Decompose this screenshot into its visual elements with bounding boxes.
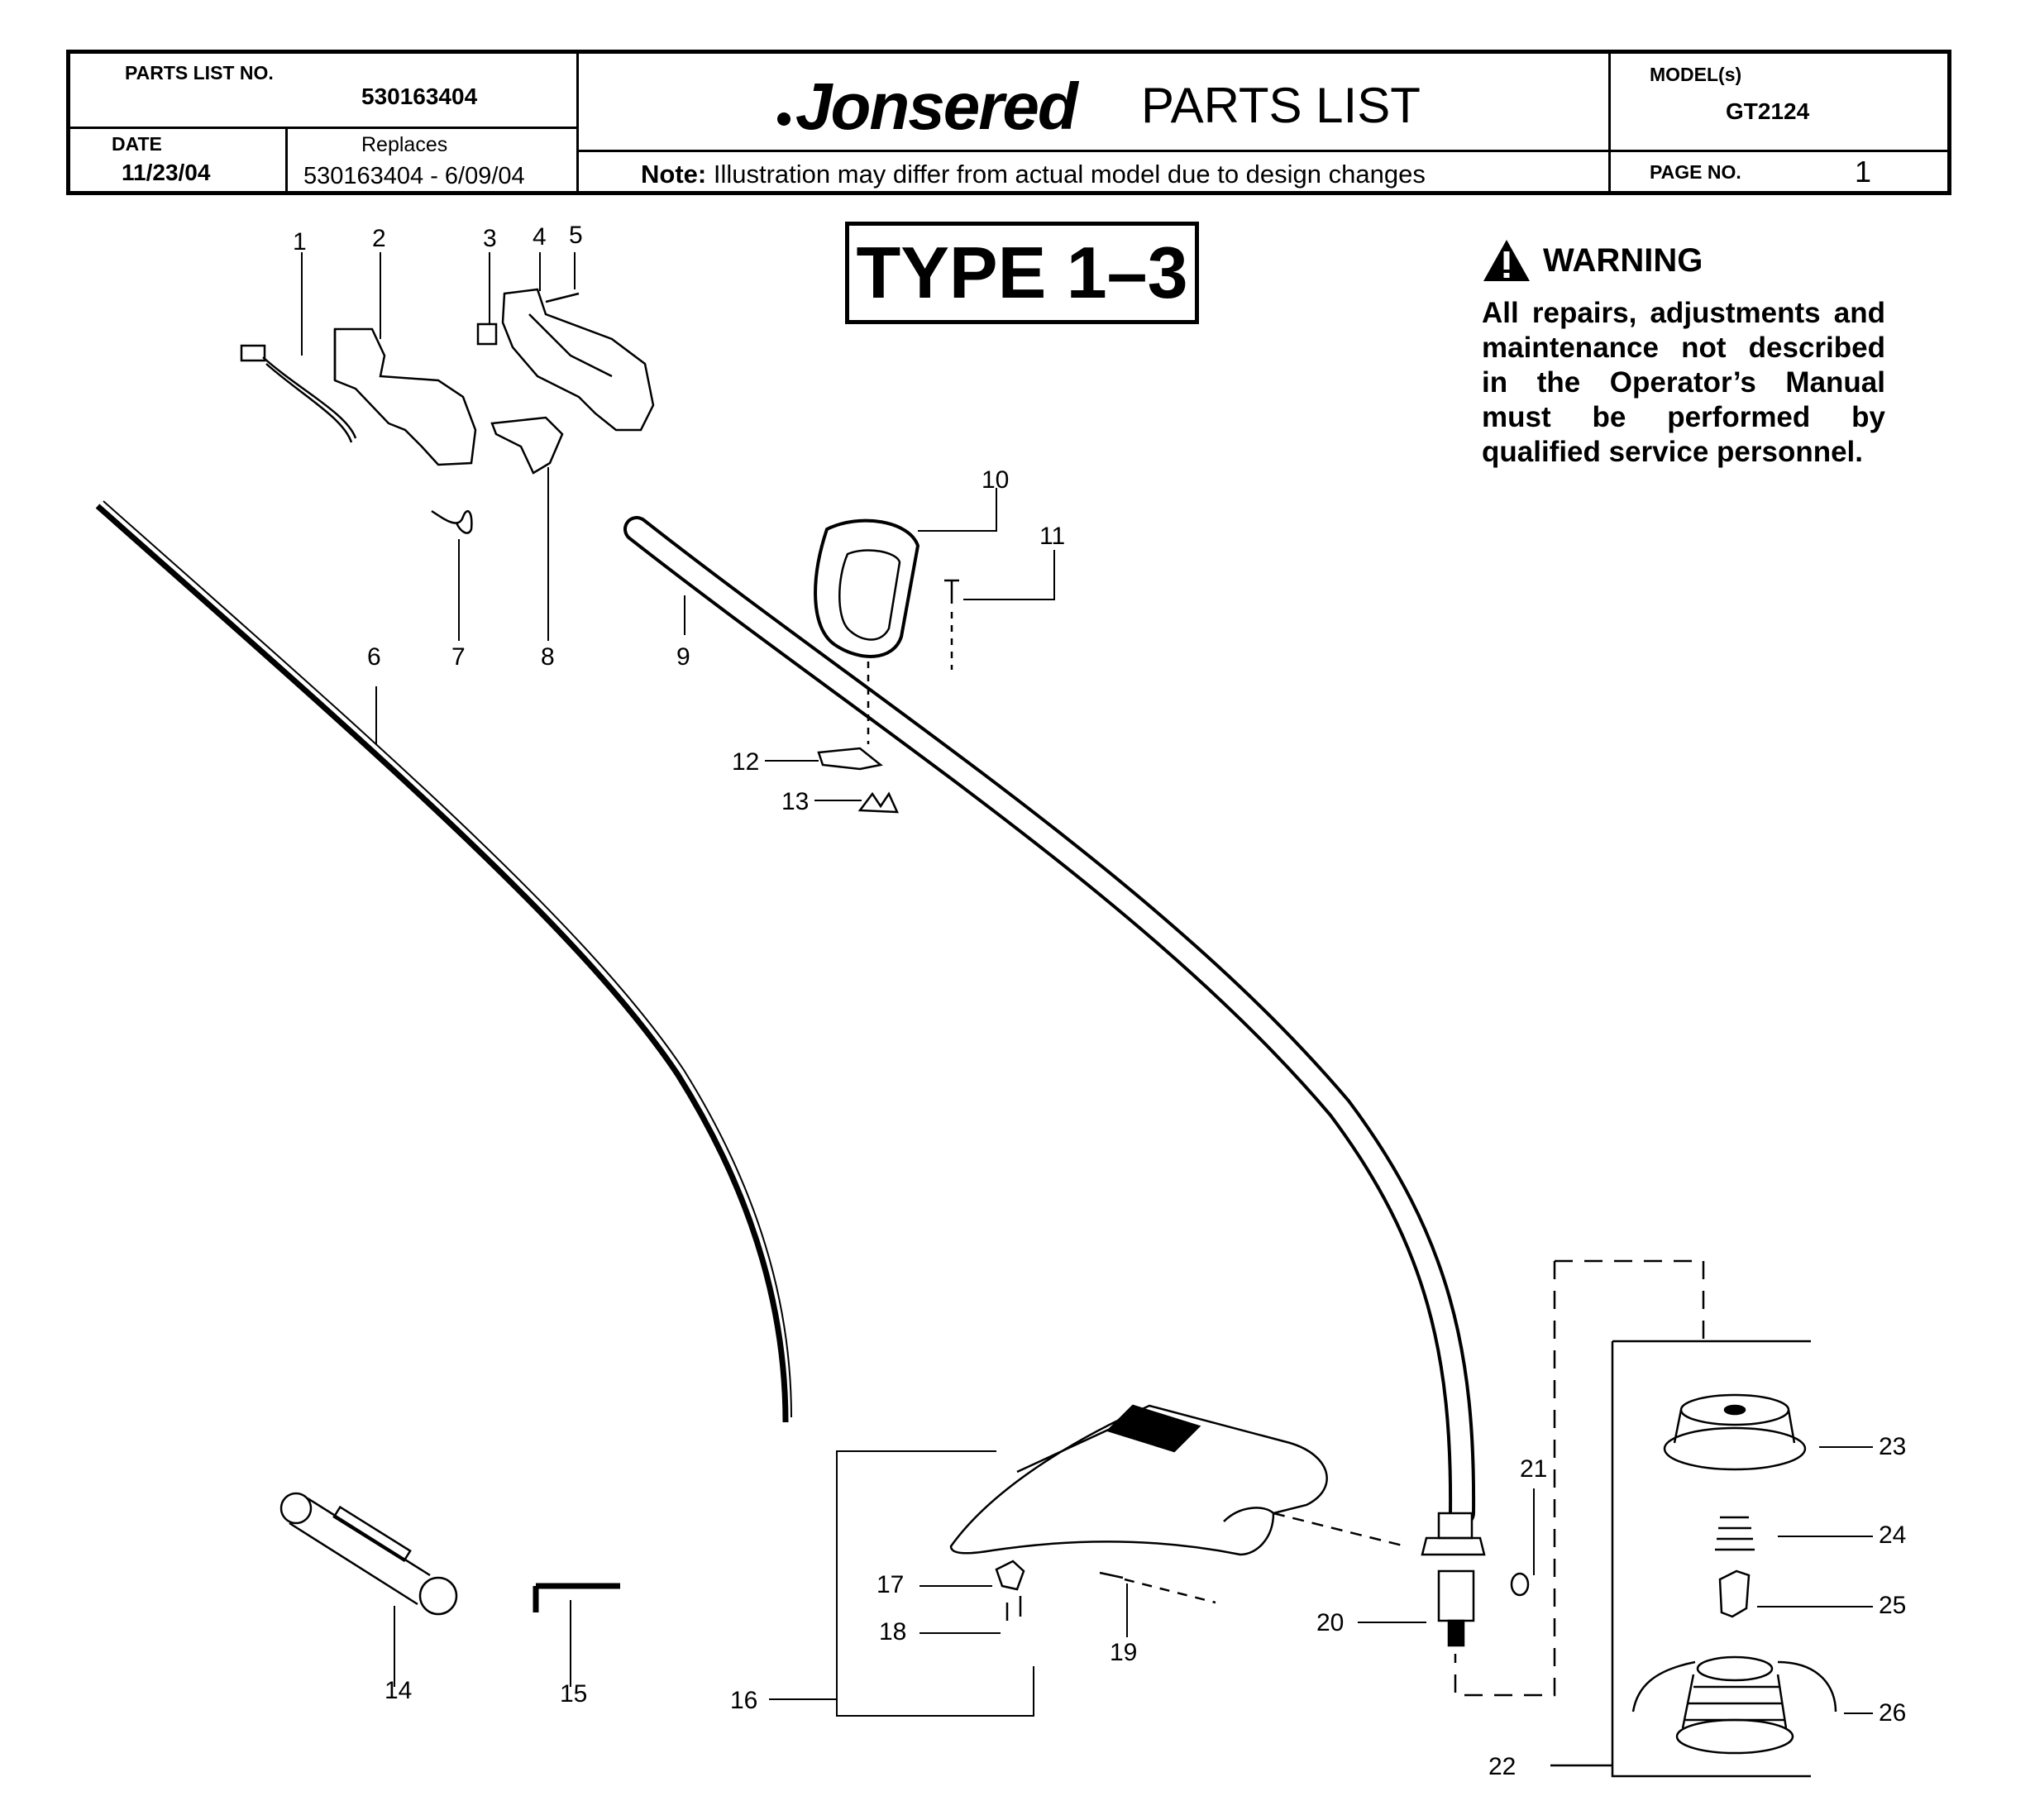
brand-logo: Jonsered	[777, 69, 1078, 145]
parts-list-no-label: PARTS LIST NO.	[125, 62, 274, 84]
callout-24: 24	[1879, 1521, 1907, 1549]
callout-9: 9	[676, 643, 690, 671]
callout-13: 13	[781, 788, 810, 815]
screws-18-drawing	[1005, 1596, 1022, 1621]
handle-housing-drawing	[501, 288, 655, 432]
spool-spring-drawing	[1715, 1516, 1755, 1551]
drive-tube-drawing	[623, 516, 1476, 1526]
divider	[576, 150, 1608, 152]
wrench-drawing	[279, 1492, 458, 1616]
model-label: MODEL(s)	[1650, 64, 1742, 85]
throttle-trigger-drawing	[490, 416, 564, 475]
header-table: PARTS LIST NO. 530163404 DATE 11/23/04 R…	[66, 50, 1951, 195]
callout-1: 1	[293, 228, 307, 256]
note: Note: Illustration may differ from actua…	[641, 160, 1426, 189]
divider	[576, 54, 579, 191]
warning-icon	[1483, 240, 1530, 281]
replaces-label: Replaces	[361, 133, 448, 156]
switch-drawing	[476, 322, 498, 346]
hex-key-drawing	[533, 1583, 620, 1612]
callout-5: 5	[569, 222, 583, 249]
callout-10: 10	[982, 466, 1010, 494]
page-label: PAGE NO.	[1650, 161, 1741, 183]
callout-20: 20	[1316, 1609, 1345, 1636]
callout-16: 16	[730, 1687, 758, 1714]
screw-19-drawing	[1099, 1571, 1124, 1579]
callout-23: 23	[1879, 1433, 1907, 1460]
callout-12: 12	[732, 748, 760, 776]
callout-17: 17	[876, 1571, 905, 1598]
divider	[1608, 150, 1951, 152]
callout-6: 6	[367, 643, 381, 671]
washer-drawing	[1510, 1572, 1530, 1597]
replaces-value: 530163404 - 6/09/04	[303, 163, 525, 189]
type-label: TYPE 1–3	[845, 222, 1199, 324]
drive-shaft-drawing	[95, 504, 789, 1423]
screw-drawing	[545, 292, 580, 303]
callout-14: 14	[385, 1677, 413, 1704]
page-title: PARTS LIST	[1141, 78, 1421, 133]
date-value: 11/23/04	[122, 160, 211, 185]
handle-grip-drawing	[333, 327, 477, 466]
divider	[1608, 54, 1611, 191]
bracket-drawing	[995, 1560, 1025, 1591]
warning-heading: WARNING	[1482, 238, 1703, 283]
divider	[70, 127, 576, 129]
callout-11: 11	[1039, 523, 1066, 550]
page-number: 1	[1855, 155, 1872, 189]
warning-text: All repairs, adjustments and maintenance…	[1482, 297, 1885, 468]
spool-cover-drawing	[1663, 1393, 1807, 1471]
wire-harness-drawing	[240, 344, 357, 443]
callout-4: 4	[533, 223, 547, 251]
callout-22: 22	[1488, 1753, 1517, 1780]
screw-11-drawing	[944, 579, 959, 604]
callout-3: 3	[483, 225, 497, 252]
clamp-drawing	[817, 747, 883, 771]
spring-drawing	[431, 509, 473, 534]
callout-15: 15	[560, 1680, 588, 1708]
clip-drawing	[1718, 1569, 1751, 1618]
callout-8: 8	[541, 643, 555, 671]
date-label: DATE	[112, 133, 162, 155]
callout-21: 21	[1520, 1455, 1548, 1483]
spool-drawing	[1631, 1655, 1837, 1755]
gearhead-drawing	[1421, 1512, 1486, 1647]
guard-drawing	[949, 1404, 1328, 1556]
callout-2: 2	[372, 225, 386, 252]
callout-7: 7	[451, 643, 466, 671]
parts-list-no: 530163404	[361, 84, 478, 109]
callout-18: 18	[879, 1618, 907, 1646]
callout-25: 25	[1879, 1592, 1907, 1619]
model-value: GT2124	[1726, 98, 1810, 124]
callout-19: 19	[1110, 1639, 1138, 1666]
callout-26: 26	[1879, 1699, 1907, 1727]
wing-nut-drawing	[857, 791, 899, 814]
loop-handle-drawing	[814, 518, 920, 658]
divider	[285, 127, 288, 195]
